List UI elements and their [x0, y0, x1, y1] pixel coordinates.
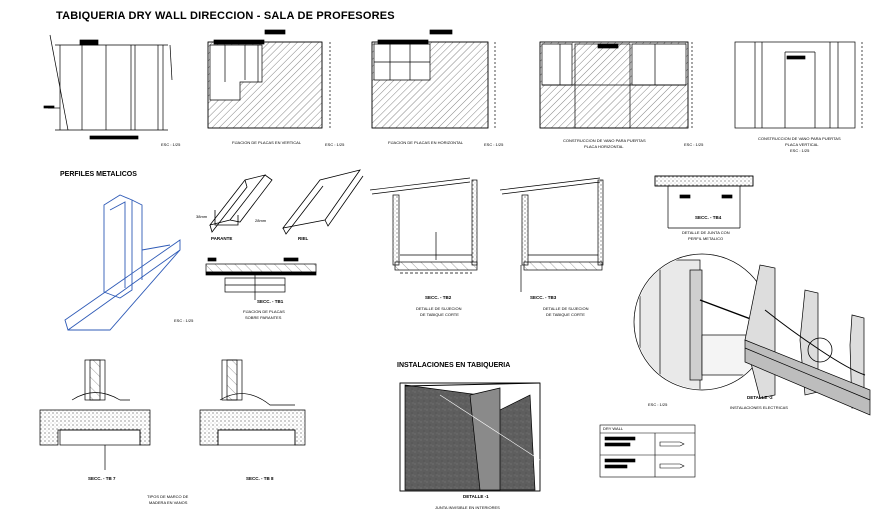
elevation-3 [371, 29, 496, 129]
drawing-title: TABIQUERIA DRY WALL DIRECCION - SALA DE … [56, 10, 395, 22]
caption-invisible-joint: JUNTA INVISIBLE EN INTERIORES [435, 505, 500, 510]
caption-tb3: DETALLE DE SUJECION [543, 306, 589, 311]
parante-profile [208, 174, 273, 233]
secc-tb7 [39, 359, 151, 470]
detail-2-title: DETALLE -2 [747, 395, 773, 400]
dimension-label: 38mm [196, 214, 208, 219]
caption-frames: TIPOS DE MARCO DE [147, 494, 189, 499]
caption-tb4-sub: PERFIL METALICO [688, 236, 724, 241]
detalle-1 [399, 382, 541, 492]
caption-parantes: FIJACION DE PLACAS [243, 309, 285, 314]
detail-1-title: DETALLE -1 [463, 494, 489, 499]
section-tb1: SECC. - TB1 [257, 299, 284, 304]
secc-tb2 [369, 177, 478, 274]
section-title-perfiles: PERFILES METALICOS [60, 171, 137, 178]
elevation-5 [734, 41, 863, 129]
elevation-2 [207, 29, 331, 129]
caption-electrical: INSTALACIONES ELECTRICAS [730, 405, 788, 410]
caption-door-opening-v: CONSTRUCCION DE VANO PARA PUERTAS [758, 136, 841, 141]
caption-tb4: DETALLE DE JUNTA CON [682, 230, 730, 235]
legend-title: DRY WALL [603, 426, 624, 431]
riel-profile [282, 169, 364, 235]
section-title-instalaciones: INSTALACIONES EN TABIQUERIA [397, 362, 511, 369]
secc-tb3 [499, 177, 604, 292]
scale-label: ESC : 1/25 [161, 142, 181, 147]
caption-tb2: DETALLE DE SUJECION [416, 306, 462, 311]
dry-wall-legend [599, 424, 696, 478]
section-tb4: SECC. - TB4 [695, 215, 722, 220]
label-riel: RIEL [298, 236, 309, 241]
elevation-4 [539, 41, 693, 129]
scale-label: ESC : 1/25 [325, 142, 345, 147]
scale-label: ESC : 1/25 [174, 318, 194, 323]
caption-door-opening-h-sub: PLACA HORIZONTAL [584, 144, 624, 149]
scale-label: ESC : 1/25 [790, 148, 810, 153]
label-parante: PARANTE [211, 236, 233, 241]
detalle-2 [633, 253, 871, 416]
section-tb3: SECC. - TB3 [530, 295, 557, 300]
steel-stud-3d [64, 194, 181, 331]
caption-door-opening-v-sub: PLACA VERTICAL [785, 142, 819, 147]
scale-label: ESC : 1/25 [484, 142, 504, 147]
section-tb8: SECC. - TB 8 [246, 476, 274, 481]
caption-door-opening-h: CONSTRUCCION DE VANO PARA PUERTAS [563, 138, 646, 143]
elevation-1 [43, 34, 173, 140]
caption-frames-sub: MADERA EN VANOS [149, 500, 188, 505]
scale-label: ESC : 1/25 [648, 402, 668, 407]
caption-vertical-plates: FIJACION DE PLACAS EN VERTICAL [232, 140, 302, 145]
secc-tb1 [205, 257, 317, 300]
section-tb2: SECC. - TB2 [425, 295, 452, 300]
secc-tb4 [654, 175, 754, 229]
section-tb7: SECC. - TB 7 [88, 476, 116, 481]
caption-horizontal-plates: FIJACION DE PLACAS EN HORIZONTAL [388, 140, 464, 145]
scale-label: ESC : 1/25 [684, 142, 704, 147]
dimension-label: 28mm [255, 218, 267, 223]
secc-tb8 [199, 359, 306, 446]
caption-tb3-sub: DE TABIQUE CORTE [546, 312, 585, 317]
caption-parantes-sub: SOBRE PARANTES [245, 315, 282, 320]
caption-tb2-sub: DE TABIQUE CORTE [420, 312, 459, 317]
